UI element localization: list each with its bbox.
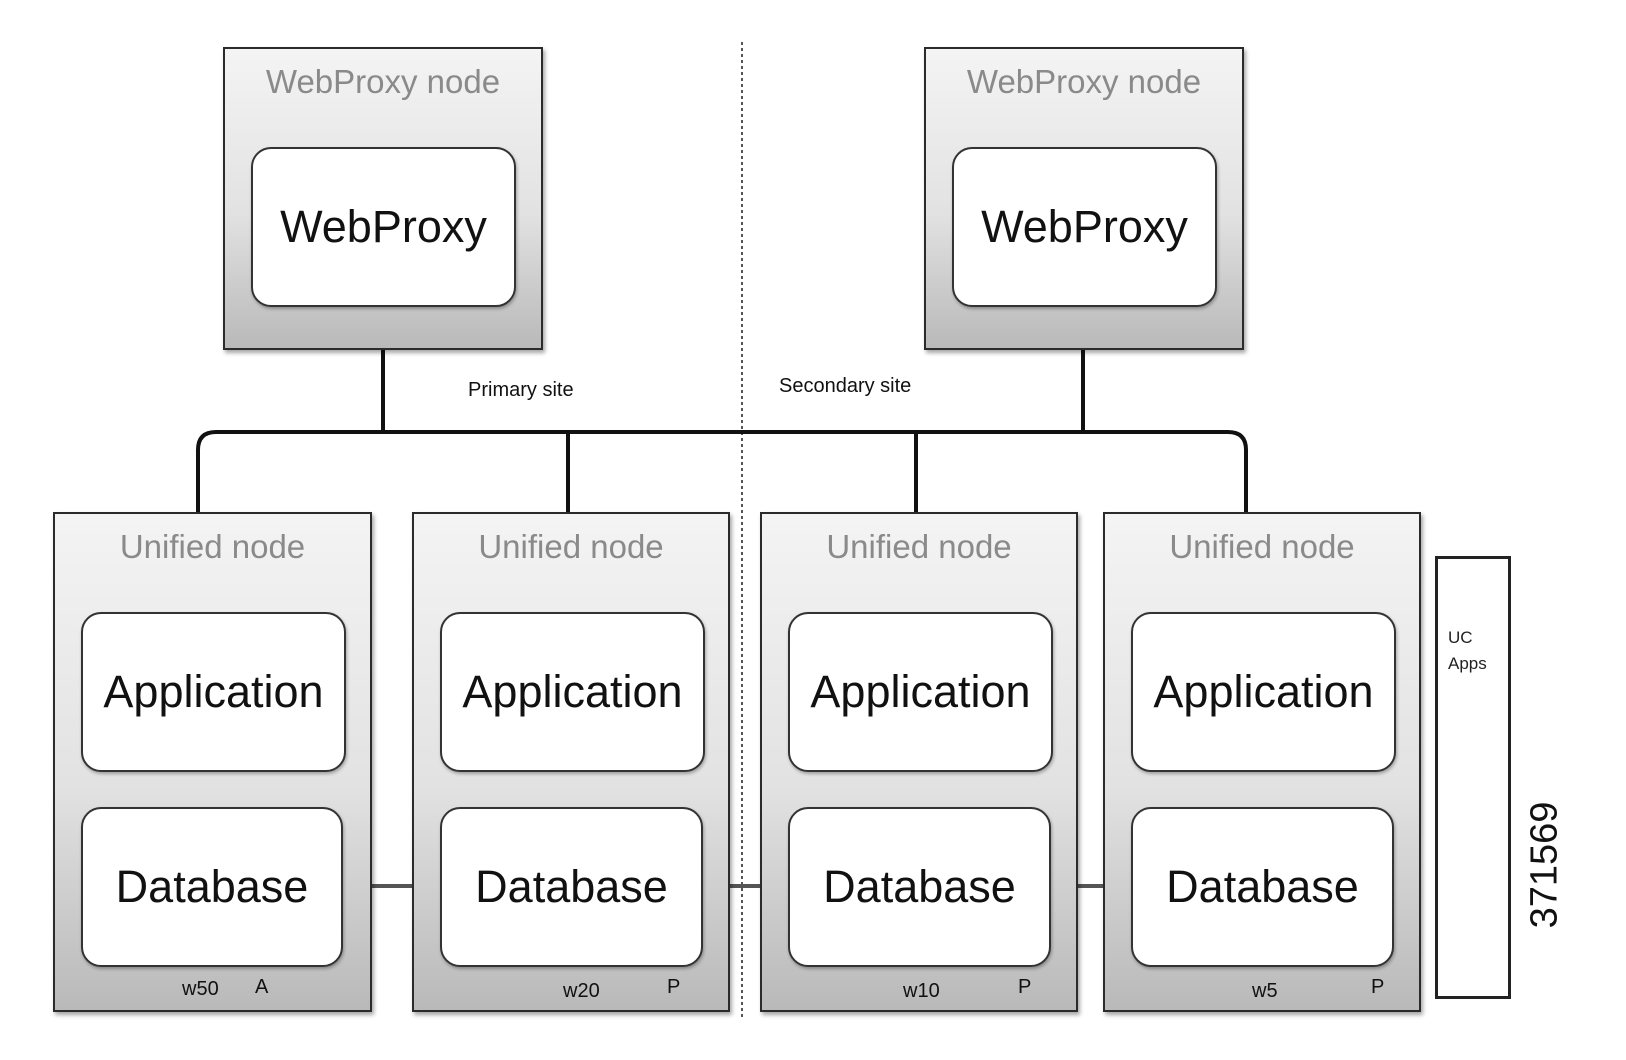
figure-id: 371569 bbox=[1523, 801, 1566, 929]
node-weight: w50 bbox=[182, 978, 219, 1000]
webproxy-node-title: WebProxy node bbox=[966, 63, 1202, 100]
node-role: P bbox=[667, 976, 681, 998]
application-component: Application bbox=[81, 612, 346, 772]
uc-apps-label: UC Apps bbox=[1448, 625, 1487, 677]
node-role: P bbox=[1018, 976, 1032, 998]
unified-node-title: Unified node bbox=[119, 528, 306, 565]
database-component: Database bbox=[1131, 807, 1394, 967]
uc-apps-box: UC Apps bbox=[1435, 556, 1511, 999]
database-component: Database bbox=[81, 807, 343, 967]
webproxy-node-title: WebProxy node bbox=[265, 63, 501, 100]
unified-node-title: Unified node bbox=[478, 528, 664, 565]
bus-line bbox=[196, 430, 1248, 512]
unified-node-2: Unified node Application Database w20 P bbox=[412, 512, 730, 1012]
unified-node-title: Unified node bbox=[1169, 528, 1355, 565]
node-weight: w20 bbox=[563, 980, 600, 1002]
webproxy-node-1: WebProxy node WebProxy bbox=[223, 47, 543, 350]
webproxy-component: WebProxy bbox=[952, 147, 1217, 307]
unified-node-3: Unified node Application Database w10 P bbox=[760, 512, 1078, 1012]
primary-site-label: Primary site bbox=[468, 379, 574, 401]
node-role: P bbox=[1371, 976, 1385, 998]
unified-node-title: Unified node bbox=[826, 528, 1012, 565]
database-component: Database bbox=[440, 807, 703, 967]
node-role: A bbox=[255, 976, 269, 998]
application-component: Application bbox=[788, 612, 1053, 772]
unified-node-1: Unified node Application Database w50 A bbox=[53, 512, 372, 1012]
database-component: Database bbox=[788, 807, 1051, 967]
webproxy-component: WebProxy bbox=[251, 147, 516, 307]
unified-node-4: Unified node Application Database w5 P bbox=[1103, 512, 1421, 1012]
uc-apps-line2: Apps bbox=[1448, 654, 1487, 673]
webproxy-node-2: WebProxy node WebProxy bbox=[924, 47, 1244, 350]
application-component: Application bbox=[440, 612, 705, 772]
node-weight: w5 bbox=[1252, 980, 1278, 1002]
application-component: Application bbox=[1131, 612, 1396, 772]
uc-apps-line1: UC bbox=[1448, 628, 1473, 647]
secondary-site-label: Secondary site bbox=[779, 375, 912, 397]
node-weight: w10 bbox=[903, 980, 940, 1002]
